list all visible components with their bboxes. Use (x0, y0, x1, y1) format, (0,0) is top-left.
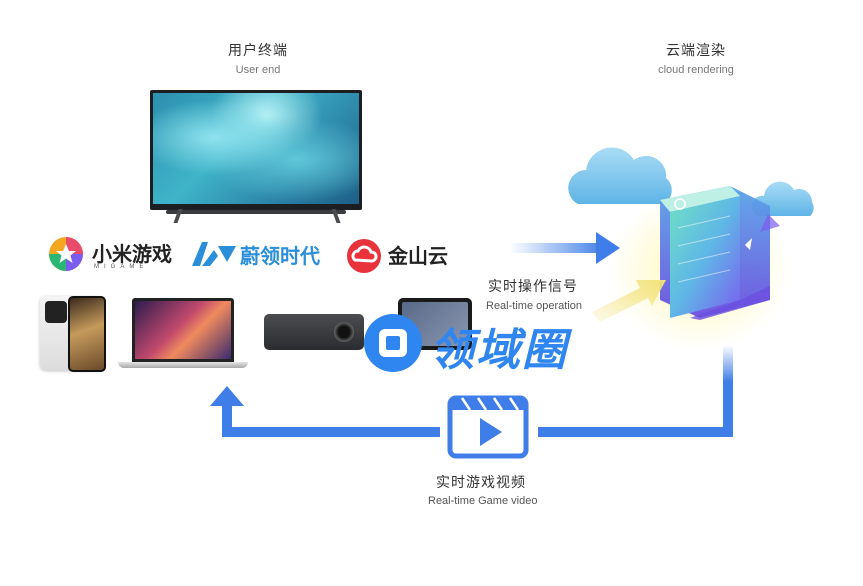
projector-device (264, 314, 364, 350)
phone-camera (45, 301, 67, 323)
user-end-subtitle: User end (235, 64, 281, 76)
realtime-video-label-en: Real-time Game video (428, 495, 538, 507)
accent-shard (760, 214, 780, 232)
mi-game-sub: MIGAME (94, 264, 149, 270)
cloud-rendering-title: 云端渲染 (666, 43, 726, 59)
operation-signal-arrow-head-icon (596, 232, 620, 264)
weiling-name: 蔚领时代 (240, 244, 320, 268)
tv-stand (166, 210, 346, 214)
realtime-video-label: 实时游戏视频 (436, 475, 526, 491)
tv-screen (153, 93, 359, 204)
phone-front-device (68, 296, 106, 372)
server-face (670, 196, 740, 318)
server-cloud-badge-icon (674, 198, 686, 210)
watermark-logo-icon (364, 314, 422, 372)
kingsoft-cloud-logo-icon (347, 239, 381, 273)
realtime-operation-label-en: Real-time operation (486, 300, 582, 312)
operation-signal-arrow-shaft (510, 243, 606, 253)
video-player-icon (447, 395, 529, 459)
server-top (660, 186, 740, 212)
realtime-operation-label: 实时操作信号 (488, 279, 578, 295)
video-return-arrow-head-icon (210, 386, 244, 406)
projector-lens (334, 322, 354, 342)
video-return-left-segment (222, 427, 440, 437)
mi-game-logo-icon (49, 237, 83, 271)
tv-device (150, 90, 362, 210)
laptop-device (132, 298, 234, 362)
kingsoft-cloud-name: 金山云 (388, 244, 448, 268)
laptop-base (118, 362, 248, 368)
mi-game-name: 小米游戏 (92, 242, 172, 266)
cloud-icon (568, 147, 672, 204)
user-end-title: 用户终端 (228, 43, 288, 59)
yellow-signal-arrow-icon (592, 280, 666, 322)
sparkle-icon (745, 238, 752, 250)
cloud-rendering-subtitle: cloud rendering (658, 64, 734, 76)
watermark-text: 领域圈 (430, 325, 568, 376)
laptop-screen (135, 301, 231, 359)
video-return-up-segment (222, 404, 232, 437)
server-base (690, 286, 770, 320)
video-return-right-segment (538, 427, 733, 437)
weiling-logo-icon (192, 242, 236, 266)
server-slots (677, 215, 731, 283)
video-return-vertical (723, 345, 733, 437)
